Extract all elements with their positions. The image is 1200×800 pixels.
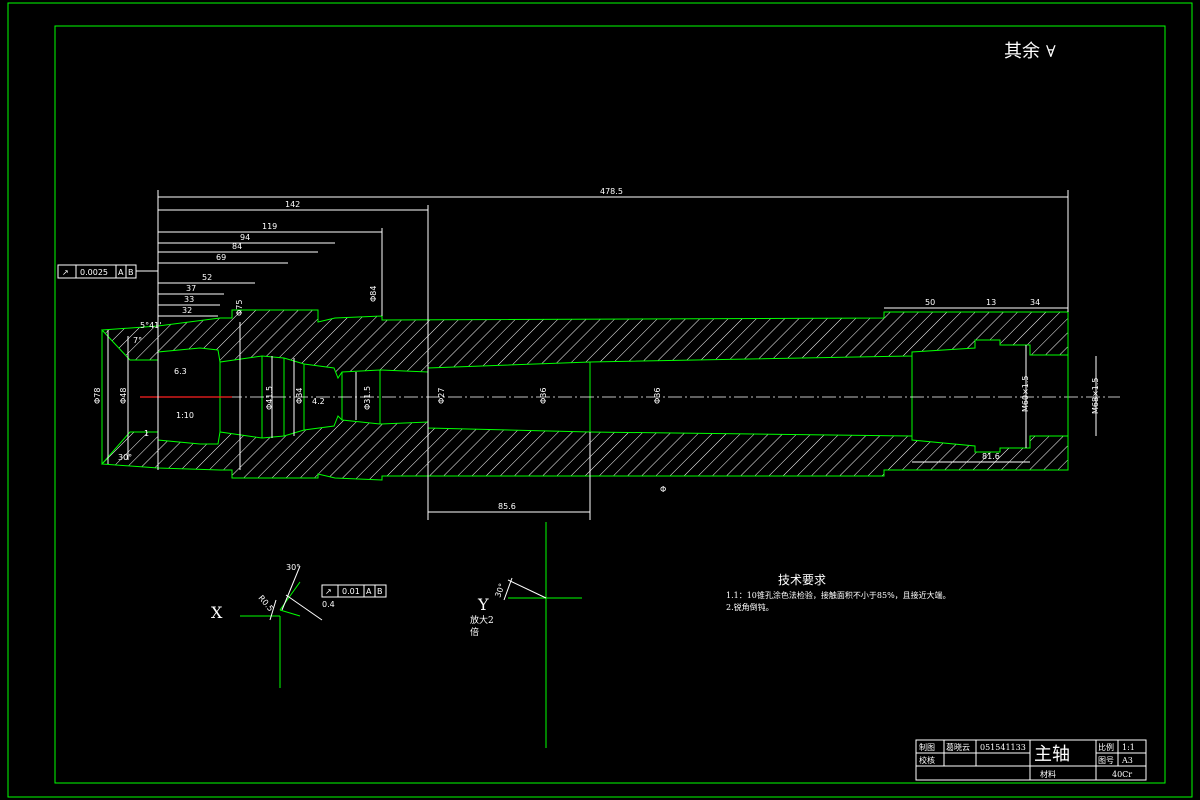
title-block-scale-value: 1:1 xyxy=(1122,743,1135,752)
inner-drawing-border xyxy=(54,25,1166,784)
svg-text:30°: 30° xyxy=(286,563,300,572)
shaft-section xyxy=(100,309,1120,481)
svg-text:M68×1.5: M68×1.5 xyxy=(1091,377,1100,414)
svg-text:50: 50 xyxy=(925,298,935,307)
title-block: 制图 葛晓云 051541133 校核 主轴 比例 1:1 图号 A3 材料 4… xyxy=(915,739,1147,781)
svg-text:0.4: 0.4 xyxy=(322,600,335,609)
drawing-title: 主轴 xyxy=(1034,744,1070,765)
svg-text:R0.5: R0.5 xyxy=(256,594,275,614)
svg-text:30°: 30° xyxy=(118,453,132,462)
svg-text:Φ78: Φ78 xyxy=(93,388,102,404)
title-block-sheet-value: A3 xyxy=(1121,756,1133,765)
svg-text:6.3: 6.3 xyxy=(174,367,187,376)
svg-text:7°: 7° xyxy=(133,336,142,345)
svg-text:Φ36: Φ36 xyxy=(539,388,548,404)
svg-text:B: B xyxy=(377,587,383,596)
dimension-texts: 478.5 142 119 94 84 69 52 37 33 32 50 13… xyxy=(93,187,1100,511)
svg-text:84: 84 xyxy=(232,242,242,251)
surface-finish-symbol: ∀ xyxy=(1046,42,1056,61)
svg-text:↗: ↗ xyxy=(62,268,69,277)
svg-text:M60×1.5: M60×1.5 xyxy=(1021,375,1030,412)
title-block-material-label: 材料 xyxy=(1040,769,1056,779)
outer-sheet-border xyxy=(7,2,1193,798)
svg-text:142: 142 xyxy=(285,200,300,209)
svg-text:32: 32 xyxy=(182,306,192,315)
svg-text:69: 69 xyxy=(216,253,226,262)
svg-text:37: 37 xyxy=(186,284,196,293)
shaft-lower-half xyxy=(100,415,1069,481)
title-block-check-label: 校核 xyxy=(919,755,935,765)
svg-text:2.锐角倒钝。: 2.锐角倒钝。 xyxy=(726,602,774,612)
svg-text:5°41': 5°41' xyxy=(140,321,161,330)
svg-text:4.2: 4.2 xyxy=(312,397,325,406)
svg-text:119: 119 xyxy=(262,222,277,231)
svg-text:0.01: 0.01 xyxy=(342,587,360,596)
detail-view-x: X 30° R0.5 0.4 ↗ 0.01 A B xyxy=(211,563,387,688)
tolerance-frame-runout-1: ↗ 0.0025 A B xyxy=(57,264,158,279)
svg-text:Φ27: Φ27 xyxy=(437,388,446,404)
svg-text:0.0025: 0.0025 xyxy=(80,268,108,277)
svg-text:94: 94 xyxy=(240,233,250,242)
title-block-drawn-label: 制图 xyxy=(919,742,935,752)
svg-text:Φ34: Φ34 xyxy=(295,388,304,404)
svg-text:X: X xyxy=(211,603,223,622)
svg-text:Φ48: Φ48 xyxy=(119,388,128,404)
dimension-lines xyxy=(107,190,1097,520)
svg-text:Φ41.5: Φ41.5 xyxy=(265,386,274,410)
svg-text:85.6: 85.6 xyxy=(498,502,516,511)
svg-text:倍: 倍 xyxy=(470,626,479,638)
svg-text:1: 1 xyxy=(144,429,149,438)
svg-text:Φ31.5: Φ31.5 xyxy=(363,386,372,410)
svg-text:Φ84: Φ84 xyxy=(369,286,378,302)
svg-text:Φ75: Φ75 xyxy=(235,300,244,316)
svg-text:Φ36: Φ36 xyxy=(653,388,662,404)
svg-text:Y: Y xyxy=(477,595,489,614)
svg-text:Φ: Φ xyxy=(660,485,666,494)
detail-view-y: Y 放大2 倍 30° xyxy=(470,522,582,748)
svg-text:52: 52 xyxy=(202,273,212,282)
svg-text:30°: 30° xyxy=(493,582,506,598)
svg-text:1.1：10锥孔涂色法检验，接触面积不小于85%，且接近大端: 1.1：10锥孔涂色法检验，接触面积不小于85%，且接近大端。 xyxy=(726,590,951,600)
title-block-scale-label: 比例 xyxy=(1098,742,1114,752)
shaft-upper-half xyxy=(100,309,1069,380)
svg-text:A: A xyxy=(118,268,124,277)
svg-text:B: B xyxy=(128,268,134,277)
svg-text:81.6: 81.6 xyxy=(982,452,1000,461)
svg-text:1:10: 1:10 xyxy=(176,411,194,420)
svg-text:34: 34 xyxy=(1030,298,1040,307)
svg-text:478.5: 478.5 xyxy=(600,187,623,196)
technical-requirements: 技术要求 1.1：10锥孔涂色法检验，接触面积不小于85%，且接近大端。 2.锐… xyxy=(726,573,951,612)
title-block-sheet-label: 图号 xyxy=(1098,756,1114,765)
svg-text:A: A xyxy=(366,587,372,596)
svg-text:13: 13 xyxy=(986,298,996,307)
title-block-material-value: 40Cr xyxy=(1112,770,1132,779)
svg-text:33: 33 xyxy=(184,295,194,304)
svg-text:↗: ↗ xyxy=(325,587,332,596)
title-block-student-no: 051541133 xyxy=(980,743,1026,752)
surface-finish-note: 其余 xyxy=(1004,41,1040,62)
title-block-drawn-name: 葛晓云 xyxy=(946,742,970,752)
svg-text:技术要求: 技术要求 xyxy=(778,573,826,587)
svg-text:放大2: 放大2 xyxy=(470,614,494,626)
